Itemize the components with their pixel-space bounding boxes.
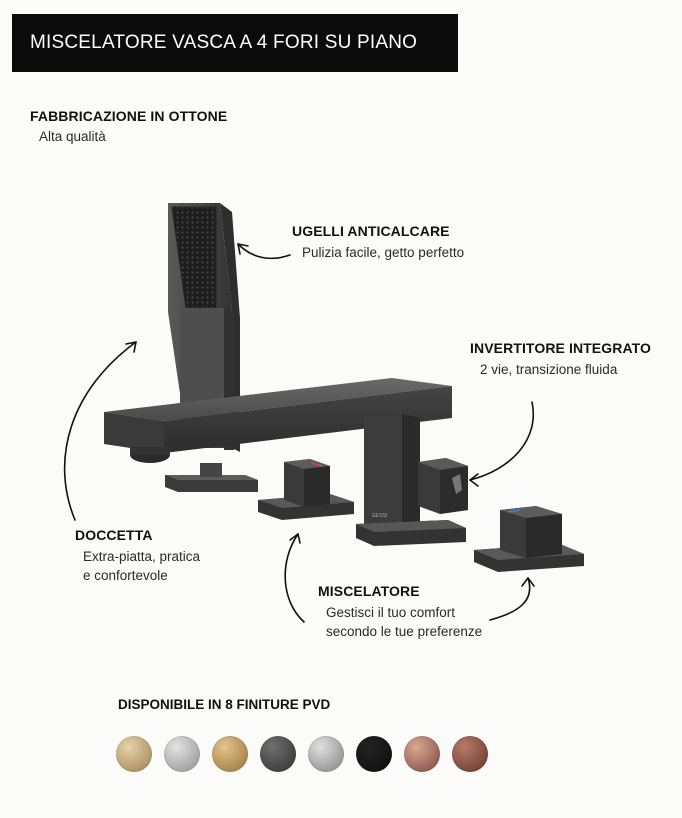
diverter-knob [418, 458, 468, 514]
arrowhead [289, 533, 301, 544]
description-line: Extra-piatta, pratica [83, 549, 201, 564]
left-mixer-handle [258, 459, 354, 520]
feature-title: MISCELATORE [318, 583, 420, 599]
arrow-ugelli [237, 243, 291, 260]
shower-base [165, 463, 258, 492]
feature-description: Pulizia facile, getto perfetto [302, 245, 465, 260]
title-banner: MISCELATORE VASCA A 4 FORI SU PIANO [12, 14, 458, 72]
finishes-title: DISPONIBILE IN 8 FINITURE PVD [118, 697, 331, 712]
arrow-miscelatore-left [284, 533, 305, 623]
callout-arrows [63, 243, 535, 623]
feature-doccetta: DOCCETTA Extra-piatta, pratica e confort… [75, 527, 200, 585]
finish-swatch-brushed-gold[interactable] [212, 736, 248, 772]
brand-mark: GESSI [372, 513, 387, 519]
finish-swatch-copper[interactable] [452, 736, 488, 772]
arrowhead [237, 243, 249, 255]
description-line: e confortevole [83, 568, 168, 583]
finish-swatches [116, 736, 488, 772]
finish-swatch-chrome[interactable] [308, 736, 344, 772]
arrow-invertitore [469, 401, 535, 481]
finish-swatch-brushed-brass[interactable] [116, 736, 152, 772]
arrowhead [521, 577, 535, 587]
finish-swatch-rose-gold[interactable] [404, 736, 440, 772]
feature-title: DOCCETTA [75, 527, 153, 543]
page-title: MISCELATORE VASCA A 4 FORI SU PIANO [30, 32, 418, 53]
finish-swatch-brushed-steel[interactable] [164, 736, 200, 772]
arrowhead [125, 341, 137, 353]
finish-swatch-gunmetal[interactable] [260, 736, 296, 772]
feature-fabbricazione: FABBRICAZIONE IN OTTONE Alta qualità [30, 108, 227, 146]
feature-ugelli: UGELLI ANTICALCARE Pulizia facile, getto… [292, 223, 464, 262]
spout-column: GESSI [356, 414, 466, 546]
feature-description: Alta qualità [39, 129, 106, 144]
arrow-miscelatore-right [489, 577, 531, 621]
feature-miscelatore: MISCELATORE Gestisci il tuo comfort seco… [318, 583, 482, 641]
feature-description: Gestisci il tuo comfort secondo le tue p… [326, 603, 482, 641]
feature-title: UGELLI ANTICALCARE [292, 223, 450, 239]
feature-invertitore: INVERTITORE INTEGRATO 2 vie, transizione… [470, 340, 651, 379]
bath-spout [104, 378, 452, 463]
description-line: secondo le tue preferenze [326, 624, 483, 639]
right-mixer-handle [474, 506, 584, 572]
arrow-doccetta [63, 341, 137, 521]
arrowhead [469, 473, 479, 487]
feature-description: Extra-piatta, pratica e confortevole [83, 547, 200, 585]
feature-title: FABBRICAZIONE IN OTTONE [30, 108, 228, 124]
finish-swatch-matt-black[interactable] [356, 736, 392, 772]
feature-description: 2 vie, transizione fluida [480, 362, 618, 377]
feature-title: INVERTITORE INTEGRATO [470, 340, 652, 356]
description-line: Gestisci il tuo comfort [326, 605, 456, 620]
